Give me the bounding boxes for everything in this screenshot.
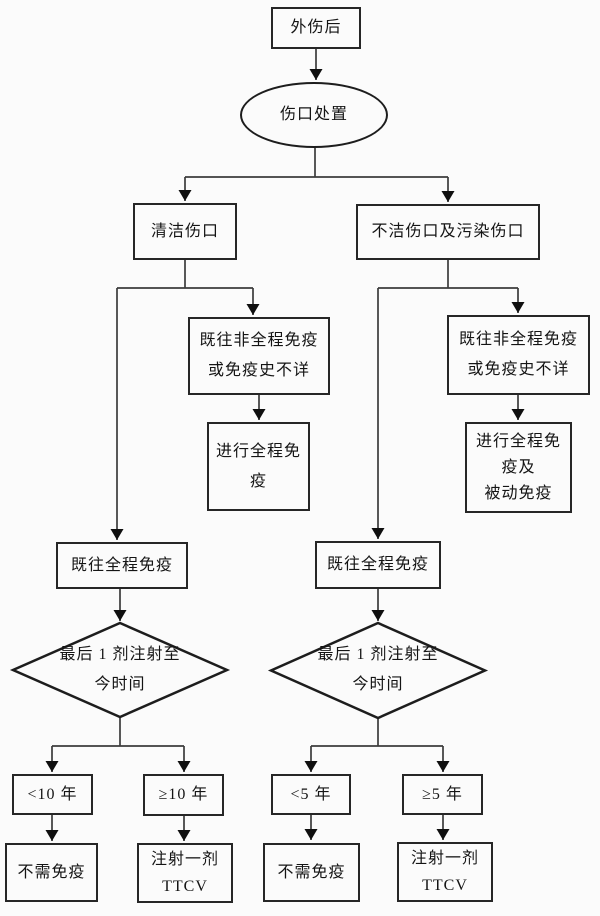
node-left-time-decision: 最后 1 剂注射至 今时间 bbox=[40, 639, 200, 701]
node-less-than-10-years: <10 年 bbox=[12, 774, 93, 815]
node-right-prior-full-label: 既往全程免疫 bbox=[326, 556, 429, 573]
node-right-do-full-line-3: 被动免疫 bbox=[484, 484, 553, 502]
node-left-prior-full-immunization: 既往全程免疫 bbox=[56, 542, 188, 589]
left-time-decision-line-1: 最后 1 剂注射至 bbox=[59, 646, 181, 663]
node-clean-wound: 清洁伤口 bbox=[133, 203, 237, 260]
node-right-do-full-line-1: 进行全程免 bbox=[475, 432, 561, 450]
node-left-do-full-line-2: 疫 bbox=[249, 472, 267, 490]
node-left-prior-full-label: 既往全程免疫 bbox=[70, 556, 173, 574]
node-right-time-decision: 最后 1 剂注射至 今时间 bbox=[298, 639, 458, 701]
node-right-no-immunization-needed: 不需免疫 bbox=[263, 843, 360, 902]
node-dirty-wound: 不洁伤口及污染伤口 bbox=[356, 204, 540, 260]
node-right-do-full-passive-immunization: 进行全程免 疫及 被动免疫 bbox=[465, 422, 572, 513]
left-time-decision-line-2: 今时间 bbox=[94, 676, 146, 693]
node-left-non-full-line-1: 既往非全程免疫 bbox=[199, 332, 319, 349]
10-years-or-more-label: ≥10 年 bbox=[158, 786, 209, 803]
left-inject-line-2: TTCV bbox=[162, 878, 208, 895]
node-5-years-or-more: ≥5 年 bbox=[402, 774, 483, 815]
node-wound-care: 伤口处置 bbox=[240, 82, 388, 148]
node-dirty-wound-label: 不洁伤口及污染伤口 bbox=[371, 223, 525, 240]
node-left-no-immunization-needed: 不需免疫 bbox=[5, 843, 98, 902]
right-decision-diamond-shape bbox=[271, 623, 485, 718]
node-right-do-full-line-2: 疫及 bbox=[501, 458, 536, 476]
left-decision-diamond-shape bbox=[13, 623, 227, 717]
right-inject-line-2: TTCV bbox=[422, 877, 468, 894]
node-right-prior-full-immunization: 既往全程免疫 bbox=[315, 541, 441, 589]
right-no-immunization-label: 不需免疫 bbox=[277, 863, 346, 881]
node-trauma-label: 外伤后 bbox=[290, 19, 342, 36]
5-years-or-more-label: ≥5 年 bbox=[422, 785, 463, 803]
node-left-do-full-line-1: 进行全程免 bbox=[215, 442, 301, 460]
right-time-decision-line-1: 最后 1 剂注射至 bbox=[317, 646, 439, 663]
node-right-non-full-line-1: 既往非全程免疫 bbox=[458, 331, 578, 348]
less-than-5-years-label: <5 年 bbox=[290, 785, 332, 803]
right-inject-line-1: 注射一剂 bbox=[410, 850, 479, 867]
node-left-do-full-immunization: 进行全程免 疫 bbox=[207, 422, 310, 511]
node-left-non-full-immunization: 既往非全程免疫 或免疫史不详 bbox=[188, 317, 330, 395]
right-time-decision-line-2: 今时间 bbox=[352, 676, 404, 693]
node-10-years-or-more: ≥10 年 bbox=[143, 774, 224, 816]
node-less-than-5-years: <5 年 bbox=[271, 774, 351, 815]
node-trauma: 外伤后 bbox=[271, 7, 361, 49]
node-wound-care-label: 伤口处置 bbox=[279, 106, 348, 123]
node-right-non-full-immunization: 既往非全程免疫 或免疫史不详 bbox=[447, 315, 590, 395]
node-left-non-full-line-2: 或免疫史不详 bbox=[207, 362, 310, 379]
node-right-non-full-line-2: 或免疫史不详 bbox=[467, 361, 570, 378]
less-than-10-years-label: <10 年 bbox=[27, 785, 78, 803]
node-clean-wound-label: 清洁伤口 bbox=[150, 222, 219, 240]
left-no-immunization-label: 不需免疫 bbox=[17, 863, 86, 881]
left-inject-line-1: 注射一剂 bbox=[150, 851, 219, 868]
node-left-inject-one-dose-ttcv: 注射一剂 TTCV bbox=[137, 843, 233, 903]
node-right-inject-one-dose-ttcv: 注射一剂 TTCV bbox=[397, 842, 493, 902]
